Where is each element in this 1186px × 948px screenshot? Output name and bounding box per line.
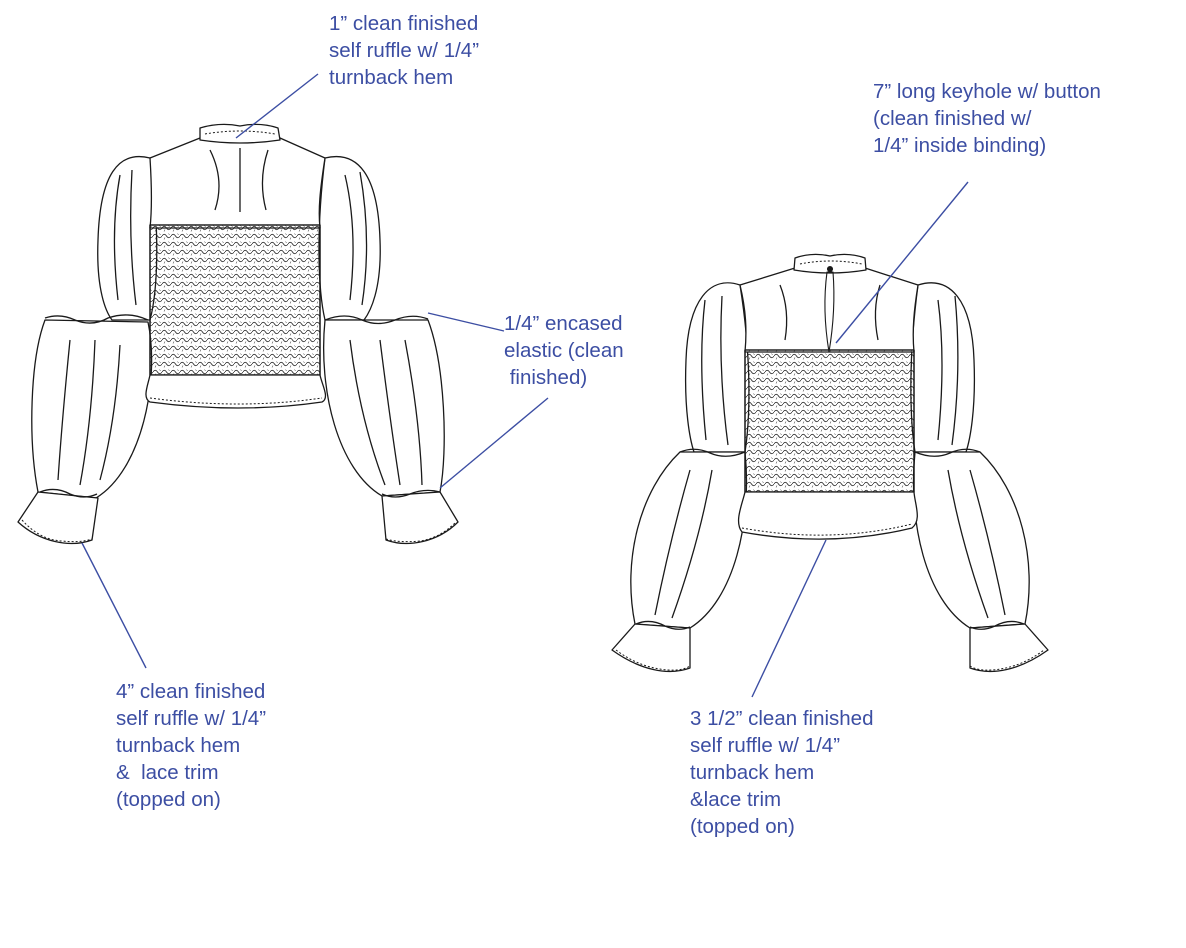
annotation-elastic: 1/4” encased elastic (clean finished)	[504, 310, 624, 391]
annotation-line: 7” long keyhole w/ button	[873, 80, 1101, 103]
annotation-line: turnback hem	[116, 734, 241, 757]
front-right-sleeve	[318, 156, 459, 545]
leader-keyhole	[835, 181, 969, 344]
annotation-line: &lace trim	[690, 788, 782, 811]
annotation-keyhole: 7” long keyhole w/ button (clean finishe…	[873, 78, 1101, 159]
annotation-line: 1/4” encased	[504, 312, 623, 335]
leader-elastic-bottom	[439, 397, 549, 489]
annotation-line: 1” clean finished	[329, 12, 479, 35]
leader-hem-ruffle	[751, 539, 827, 698]
back-left-sleeve	[611, 282, 750, 673]
leader-sleeve-ruffle	[81, 542, 147, 669]
back-right-sleeve	[910, 282, 1049, 673]
annotation-line: turnback hem	[329, 66, 454, 89]
leader-elastic-top	[427, 312, 505, 332]
front-left-sleeve	[17, 156, 158, 545]
annotation-line: self ruffle w/ 1/4”	[690, 734, 841, 757]
annotation-line: finished)	[504, 366, 588, 389]
front-bodice	[145, 123, 327, 409]
annotation-line: (clean finished w/	[873, 107, 1032, 130]
annotation-line: (topped on)	[690, 815, 795, 838]
annotation-line: self ruffle w/ 1/4”	[116, 707, 267, 730]
leader-lines	[81, 73, 969, 698]
leader-neck-ruffle	[235, 73, 319, 139]
back-view-sketch	[611, 253, 1049, 673]
annotation-line: self ruffle w/ 1/4”	[329, 39, 480, 62]
annotation-line: 1/4” inside binding)	[873, 134, 1047, 157]
annotation-line: 3 1/2” clean finished	[690, 707, 874, 730]
annotation-line: (topped on)	[116, 788, 221, 811]
annotation-sleeve-ruffle: 4” clean finished self ruffle w/ 1/4” tu…	[116, 678, 266, 813]
annotation-line: turnback hem	[690, 761, 815, 784]
annotation-line: elastic (clean	[504, 339, 624, 362]
annotation-line: 4” clean finished	[116, 680, 266, 703]
annotation-line: & lace trim	[116, 761, 219, 784]
back-bodice	[737, 253, 919, 540]
annotation-hem-ruffle: 3 1/2” clean finished self ruffle w/ 1/4…	[690, 705, 873, 840]
front-view-sketch	[17, 123, 459, 545]
annotation-neck-ruffle: 1” clean finished self ruffle w/ 1/4” tu…	[329, 10, 479, 91]
